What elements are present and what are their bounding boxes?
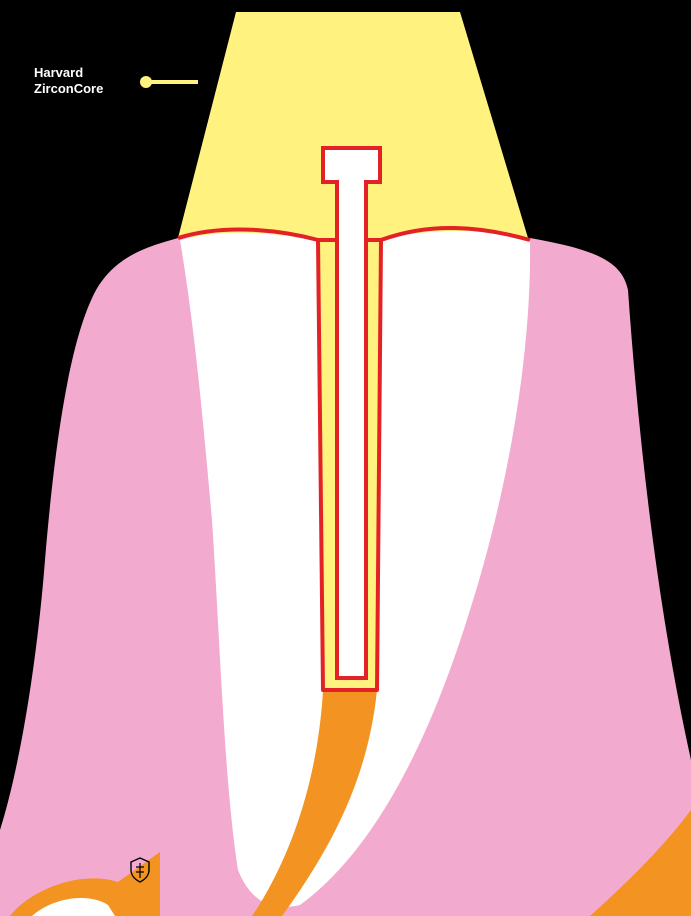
callout-dot [140,76,152,88]
callout-label-line2: ZirconCore [34,81,103,97]
callout-label: Harvard ZirconCore [34,65,103,97]
callout-label-line1: Harvard [34,65,103,81]
